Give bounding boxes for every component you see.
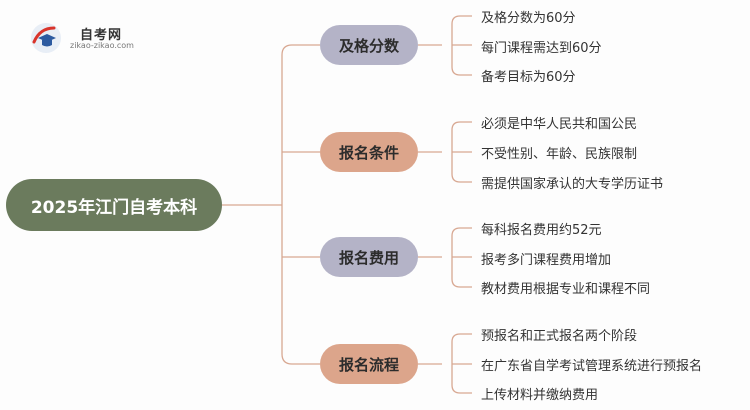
leaf-item: 备考目标为60分 xyxy=(481,70,576,85)
graduation-cap-icon xyxy=(31,23,61,53)
logo-title: 自考网 xyxy=(80,28,123,43)
logo-subtitle: zikao-zikao.com xyxy=(70,41,134,50)
leaf-item: 每科报名费用约52元 xyxy=(481,223,602,238)
branch-passing-score: 及格分数 xyxy=(320,25,418,65)
site-logo[interactable]: 自考网 zikao-zikao.com xyxy=(30,22,140,54)
leaf-item: 教材费用根据专业和课程不同 xyxy=(481,282,651,297)
leaf-item: 需提供国家承认的大专学历证书 xyxy=(481,177,664,192)
leaf-item: 必须是中华人民共和国公民 xyxy=(481,117,638,132)
root-node: 2025年江门自考本科 xyxy=(6,179,222,231)
leaf-item: 预报名和正式报名两个阶段 xyxy=(481,329,638,344)
branch-eligibility: 报名条件 xyxy=(320,132,418,172)
branch-fees: 报名费用 xyxy=(320,237,418,277)
leaf-item: 上传材料并缴纳费用 xyxy=(481,388,599,403)
leaf-item: 在广东省自学考试管理系统进行预报名 xyxy=(481,359,703,374)
leaf-item: 不受性别、年龄、民族限制 xyxy=(481,147,638,162)
leaf-item: 每门课程需达到60分 xyxy=(481,41,602,56)
leaf-item: 报考多门课程费用增加 xyxy=(481,253,612,268)
branch-process: 报名流程 xyxy=(320,344,418,384)
leaf-item: 及格分数为60分 xyxy=(481,11,576,26)
